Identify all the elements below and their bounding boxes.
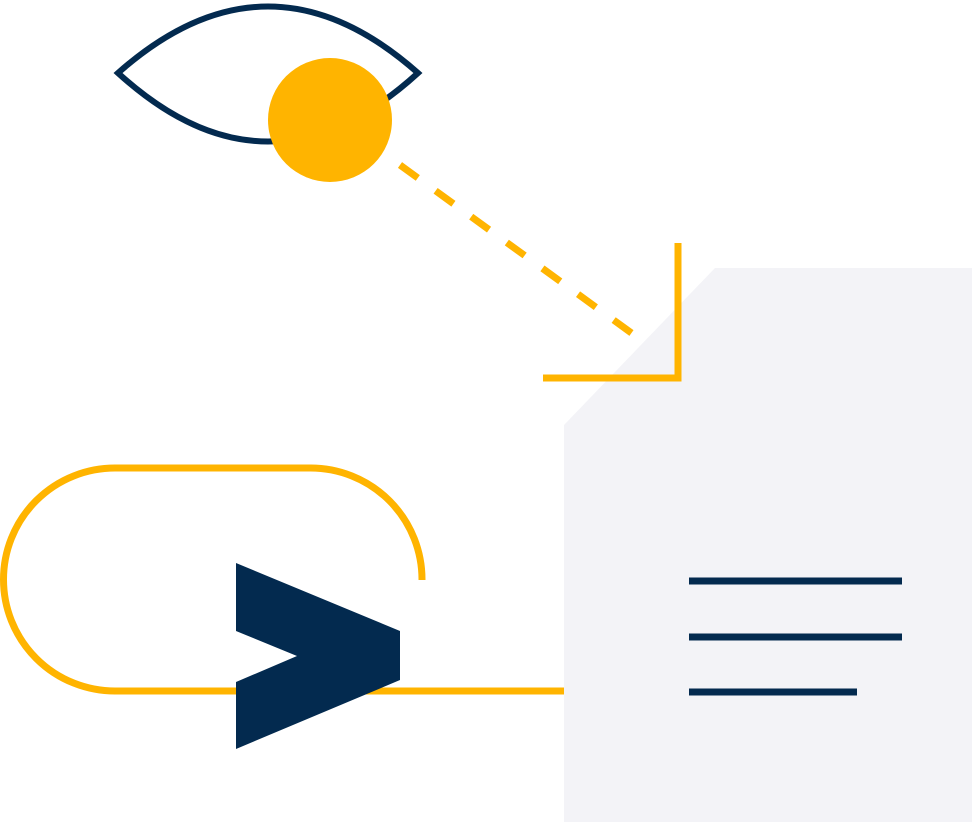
gaze-dashed-line (397, 162, 651, 348)
eye-pupil (268, 58, 392, 182)
chevron-right-icon (236, 563, 400, 749)
pill-outline (0, 464, 564, 695)
corner-bracket (543, 243, 682, 382)
eye-outline-icon (113, 3, 423, 145)
document-shape (564, 268, 972, 822)
